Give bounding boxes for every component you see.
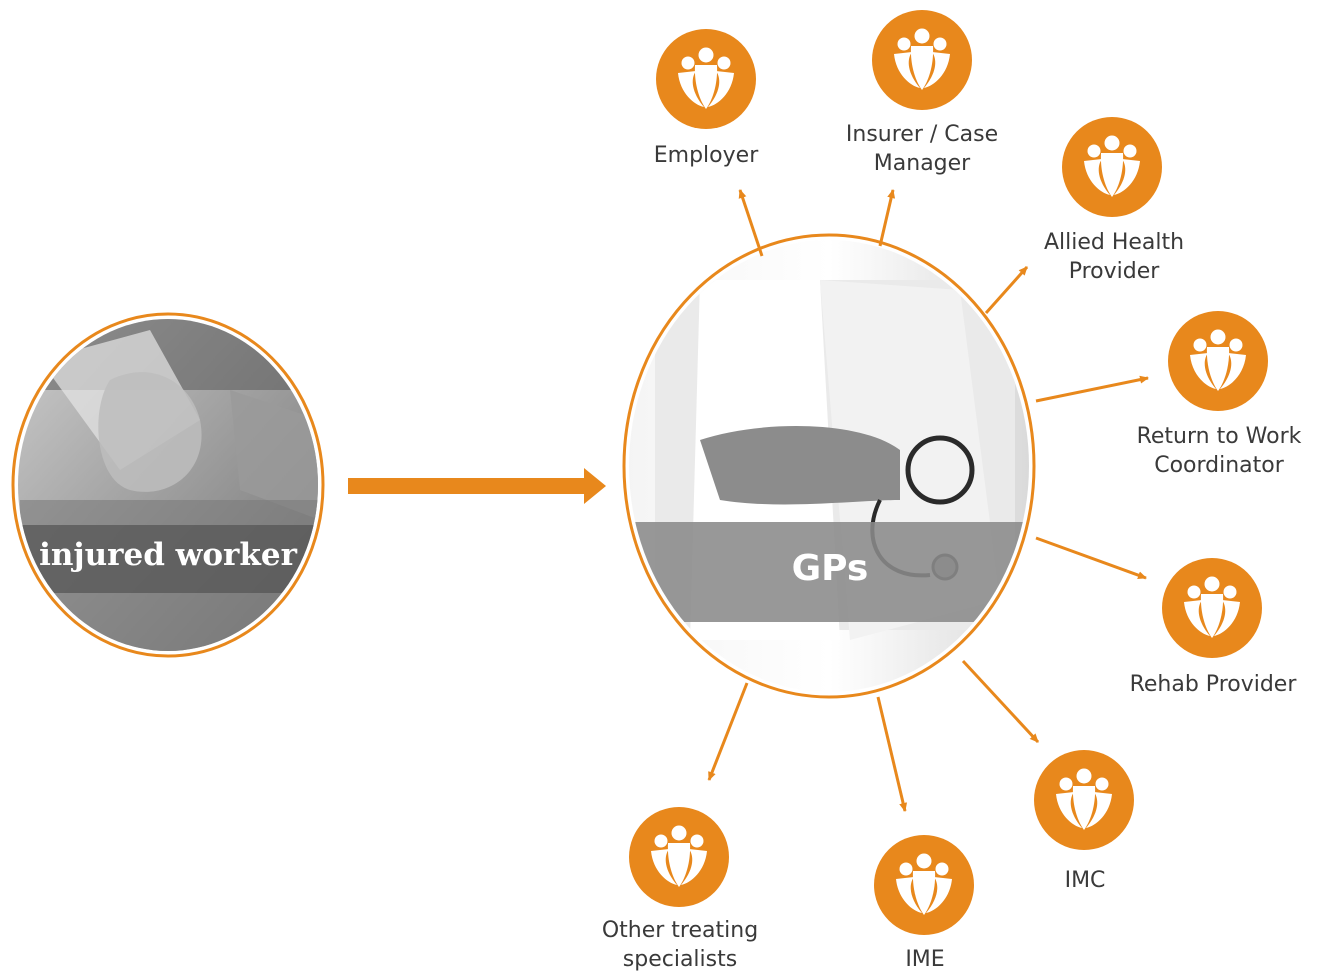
spoke-arrow-ime bbox=[876, 696, 908, 812]
people-group-icon bbox=[1190, 329, 1246, 391]
label-other-specialists: Other treating specialists bbox=[601, 918, 759, 972]
label-insurer: Insurer / Case Manager bbox=[845, 122, 999, 176]
spoke-arrow-insurer bbox=[878, 189, 896, 247]
people-group-icon bbox=[896, 853, 952, 915]
label-employer: Employer bbox=[653, 143, 759, 168]
people-group-icon bbox=[678, 47, 734, 109]
label-ime: IME bbox=[905, 947, 945, 972]
node-rehab bbox=[1162, 558, 1262, 658]
spoke-arrow-imc bbox=[961, 659, 1040, 744]
people-group-icon bbox=[1056, 768, 1112, 830]
injured-worker-photo bbox=[11, 312, 325, 658]
node-imc bbox=[1034, 750, 1134, 850]
label-rehab: Rehab Provider bbox=[1129, 672, 1297, 697]
people-group-icon bbox=[894, 28, 950, 90]
node-rtw-coordinator bbox=[1168, 311, 1268, 411]
node-allied-health bbox=[1062, 117, 1162, 217]
label-imc: IMC bbox=[1064, 868, 1106, 893]
spoke-connectors bbox=[707, 189, 1149, 812]
people-group-icon bbox=[1184, 576, 1240, 638]
injured-worker-caption: injured worker bbox=[39, 537, 297, 573]
gps-photo bbox=[622, 233, 1036, 699]
node-insurer bbox=[872, 10, 972, 110]
people-group-icon bbox=[1084, 135, 1140, 197]
label-allied-health: Allied Health Provider bbox=[1043, 230, 1185, 284]
stakeholder-nodes bbox=[629, 10, 1268, 935]
spoke-arrow-rehab bbox=[1035, 536, 1147, 580]
spoke-arrow-other-specialists bbox=[707, 682, 749, 781]
node-employer bbox=[656, 29, 756, 129]
spoke-arrow-allied-health bbox=[984, 266, 1029, 314]
main-flow-arrow bbox=[348, 468, 606, 504]
spoke-arrow-rtw-coordinator bbox=[1035, 375, 1149, 403]
spoke-arrow-employer bbox=[738, 189, 764, 257]
gps-caption: GPs bbox=[791, 548, 869, 589]
node-ime bbox=[874, 835, 974, 935]
label-rtw-coordinator: Return to Work Coordinator bbox=[1136, 424, 1302, 478]
people-group-icon bbox=[651, 825, 707, 887]
node-other-specialists bbox=[629, 807, 729, 907]
